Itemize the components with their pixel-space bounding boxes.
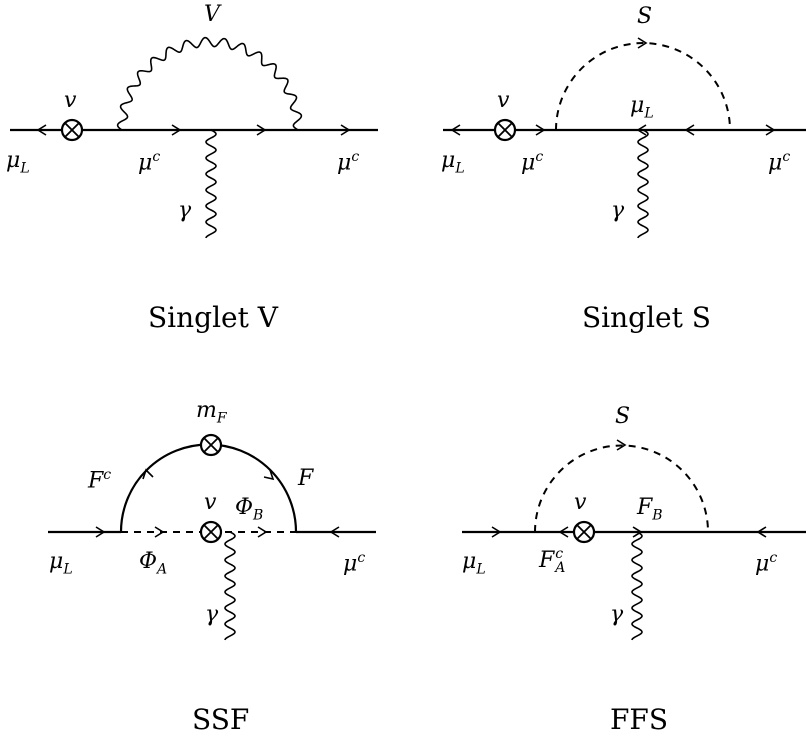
arrow-fb <box>632 526 643 538</box>
label-f: F <box>298 466 314 491</box>
label-mu-l-left: μL <box>441 148 465 177</box>
label-mu-l-left: μL <box>6 148 30 177</box>
label-mu-c-mid: μc <box>138 149 161 176</box>
label-mu-c-mid: μc <box>521 149 544 176</box>
caption-singlet-v: Singlet V <box>148 301 278 334</box>
arrow-f <box>263 469 275 481</box>
label-fb: FB <box>637 495 663 524</box>
panel-ffs <box>462 439 806 641</box>
label-photon: γ <box>610 602 624 627</box>
label-phi-a: ΦA <box>139 549 168 578</box>
label-mu-l-inner: μL <box>630 93 654 122</box>
label-scalar: S <box>615 404 631 429</box>
panel-singlet-s <box>443 37 806 239</box>
label-mu-c-right: μc <box>337 149 360 176</box>
label-photon: γ <box>611 198 625 223</box>
label-mass: mF <box>196 398 227 427</box>
vev-insertion <box>572 520 596 544</box>
caption-singlet-s: Singlet S <box>582 301 711 334</box>
photon-line <box>224 531 236 641</box>
arrow-fa <box>558 526 569 538</box>
label-vev: v <box>204 490 217 515</box>
vev-insertion <box>199 520 223 544</box>
label-mu-l-left: μL <box>49 549 73 578</box>
scalar-loop <box>534 444 709 533</box>
arrow-left <box>95 526 106 538</box>
label-photon: γ <box>178 198 192 223</box>
panel-ssf <box>48 433 376 641</box>
label-mu-c-right: μc <box>768 149 791 176</box>
mass-insertion <box>199 433 223 457</box>
vector-boson-loop <box>116 36 303 131</box>
label-scalar: S <box>637 4 653 29</box>
fermion-loop <box>119 443 298 533</box>
panel-singlet-v <box>10 36 378 239</box>
label-photon: γ <box>205 602 219 627</box>
label-mu-l-left: μL <box>462 549 486 578</box>
arrow-fc <box>142 468 154 480</box>
arrow-mu-c <box>535 124 546 136</box>
arrow-right <box>756 526 767 538</box>
arrow-left <box>491 526 502 538</box>
label-mu-c-right: μc <box>343 550 366 577</box>
arrow-left <box>450 124 461 136</box>
arrow-mu-c-right <box>765 124 776 136</box>
label-vev: v <box>64 88 77 113</box>
vev-insertion <box>60 118 84 142</box>
arrow-mu-c-mid <box>171 124 182 136</box>
label-vev: v <box>574 490 587 515</box>
photon-line <box>637 129 649 239</box>
label-fc: Fc <box>88 467 112 494</box>
label-vev: v <box>497 88 510 113</box>
arrow-left <box>36 124 47 136</box>
arrow-mu-c-inner <box>256 124 267 136</box>
label-vector-boson: V <box>204 2 220 27</box>
arrow-right <box>329 526 340 538</box>
vev-insertion <box>493 118 517 142</box>
caption-ssf: SSF <box>192 703 250 736</box>
label-phi-b: ΦB <box>235 495 264 524</box>
arrow-mu-l-inner-2 <box>684 124 695 136</box>
arrow-scalar <box>616 439 627 451</box>
label-mu-c-right: μc <box>755 550 778 577</box>
arrow-phi-a <box>154 526 165 538</box>
photon-line <box>205 129 217 239</box>
arrow-mu-l-inner-1 <box>636 124 647 136</box>
arrow-phi-b <box>257 526 268 538</box>
scalar-loop <box>555 42 731 131</box>
arrow-mu-c-right <box>340 124 351 136</box>
caption-ffs: FFS <box>610 703 669 736</box>
arrow-scalar <box>637 37 648 49</box>
photon-line <box>631 531 643 641</box>
